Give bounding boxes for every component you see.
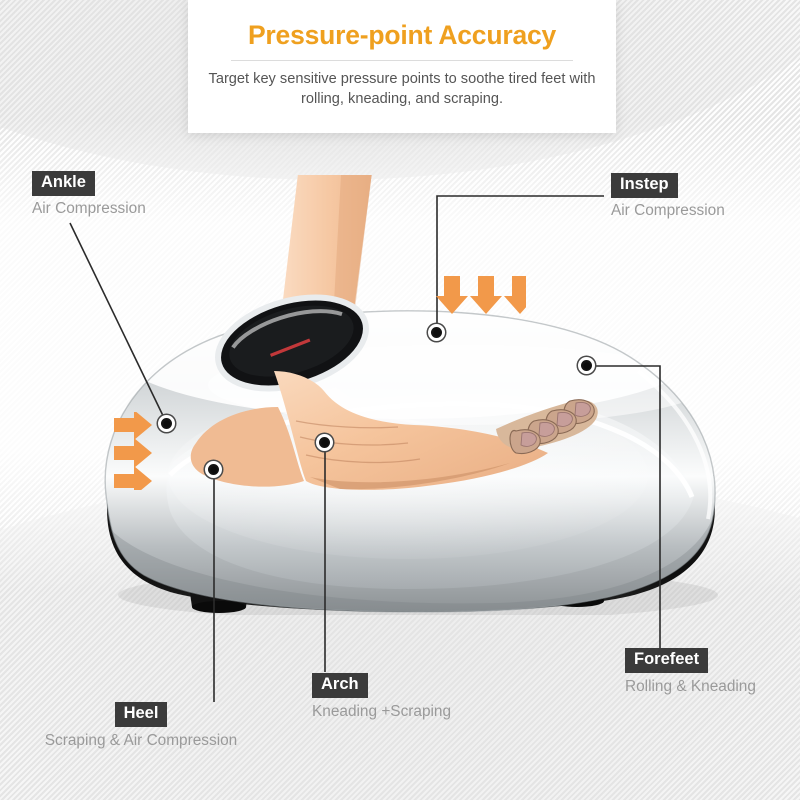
callout-label-heel: Heel Scraping & Air Compression: [30, 702, 252, 750]
instep-arrows: [434, 274, 526, 316]
callout-sub-instep: Air Compression: [611, 201, 725, 219]
callout-sub-ankle: Air Compression: [32, 199, 146, 217]
callout-label-ankle: Ankle Air Compression: [32, 171, 146, 218]
marker-dot-forefeet[interactable]: [578, 357, 595, 374]
callout-badge-instep: Instep: [611, 173, 678, 198]
marker-dot-instep[interactable]: [428, 324, 445, 341]
callout-label-forefeet: Forefeet Rolling & Kneading: [625, 648, 756, 696]
header-divider: [231, 59, 573, 61]
header-subtitle: Target key sensitive pressure points to …: [208, 70, 596, 108]
callout-sub-forefeet: Rolling & Kneading: [625, 677, 756, 695]
page-title: Pressure-point Accuracy: [247, 20, 557, 50]
marker-dot-arch[interactable]: [316, 434, 333, 451]
callout-badge-heel: Heel: [114, 702, 168, 727]
ankle-arrows: [112, 412, 158, 490]
callout-label-arch: Arch Kneading +Scraping: [312, 673, 451, 721]
marker-dot-ankle[interactable]: [158, 415, 175, 432]
callout-label-instep: Instep Air Compression: [611, 173, 725, 220]
marker-dot-heel[interactable]: [205, 461, 222, 478]
product-illustration: [78, 175, 738, 615]
callout-badge-forefeet: Forefeet: [625, 648, 709, 673]
callout-sub-heel: Scraping & Air Compression: [44, 731, 238, 749]
callout-badge-arch: Arch: [312, 673, 368, 698]
callout-badge-ankle: Ankle: [32, 171, 95, 196]
header-card: Pressure-point Accuracy Target key sensi…: [188, 0, 616, 133]
callout-sub-arch: Kneading +Scraping: [312, 702, 452, 720]
